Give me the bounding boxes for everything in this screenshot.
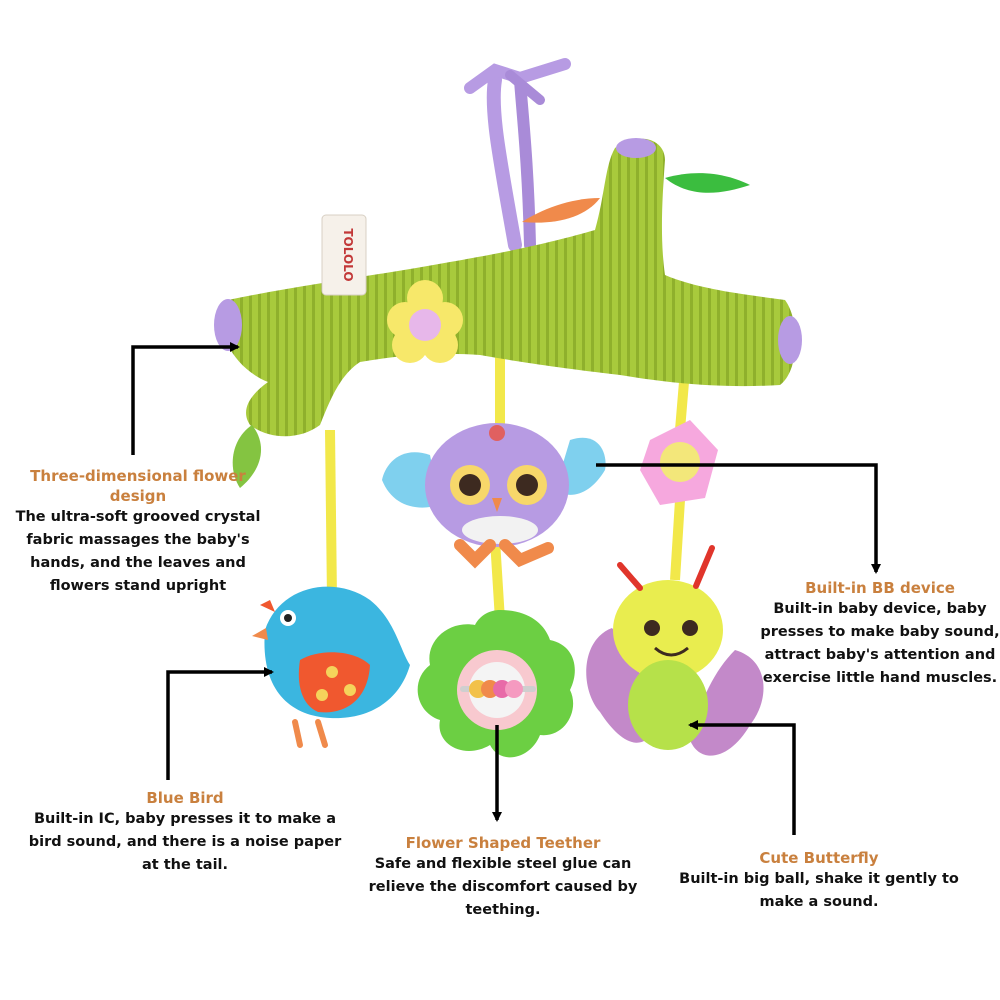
callout-line: teething. xyxy=(465,902,541,918)
callout-title: Cute Butterfly xyxy=(759,849,879,867)
callout-line: attract baby's attention and xyxy=(764,647,996,663)
callout-line: Safe and flexible steel glue can xyxy=(374,856,632,872)
callout-butterfly: Cute Butterfly Built-in big ball, shake … xyxy=(676,848,962,914)
blue-bird-toy xyxy=(252,586,410,748)
callout-title: Flower Shaped Teether xyxy=(405,834,601,852)
brand-tag: TOLOLO xyxy=(321,214,367,296)
callout-line: Built-in big ball, shake it gently to xyxy=(679,871,959,887)
callout-line: presses to make baby sound, xyxy=(760,624,1000,640)
pointer-arrows xyxy=(131,342,881,835)
svg-text:TOLOLO: TOLOLO xyxy=(341,228,355,281)
butterfly-toy xyxy=(586,545,764,756)
callout-teether: Flower Shaped Teether Safe and flexible … xyxy=(362,833,644,922)
callout-line: relieve the discomfort caused by xyxy=(368,879,638,895)
callout-line: The ultra-soft grooved crystal xyxy=(15,509,261,525)
callout-line: exercise little hand muscles. xyxy=(762,670,998,686)
green-leaf-top xyxy=(665,173,750,193)
arrow-butterfly xyxy=(688,720,796,835)
arrow-bb-device xyxy=(596,463,881,574)
hanger-loop xyxy=(464,58,571,252)
callout-line: at the tail. xyxy=(141,857,229,873)
callout-title: Three-dimensional flower design xyxy=(30,467,246,505)
arrow-blue-bird xyxy=(166,667,274,780)
arrow-flower xyxy=(131,342,240,455)
callout-title: Blue Bird xyxy=(146,789,224,807)
orange-leaf xyxy=(522,198,600,223)
callout-title: Built-in BB device xyxy=(805,579,955,597)
callout-flower-design: Three-dimensional flower design The ultr… xyxy=(0,466,276,598)
green-leaf-left xyxy=(232,425,262,488)
callout-line: make a sound. xyxy=(759,894,879,910)
callout-line: fabric massages the baby's xyxy=(26,532,250,548)
flower-teether xyxy=(417,610,575,758)
callout-line: hands, and the leaves and xyxy=(30,555,246,571)
plush-branch xyxy=(214,138,802,437)
owl-toy xyxy=(382,423,606,569)
pink-flower xyxy=(640,420,718,505)
callout-line: bird sound, and there is a noise paper xyxy=(28,834,342,850)
callout-line: flowers stand upright xyxy=(49,578,227,594)
callout-line: Built-in baby device, baby xyxy=(773,601,987,617)
callout-bb-device: Built-in BB device Built-in baby device,… xyxy=(760,578,1000,690)
callout-line: Built-in IC, baby presses it to make a xyxy=(33,811,337,827)
callout-blue-bird: Blue Bird Built-in IC, baby presses it t… xyxy=(20,788,350,877)
branch-flower xyxy=(387,280,463,363)
